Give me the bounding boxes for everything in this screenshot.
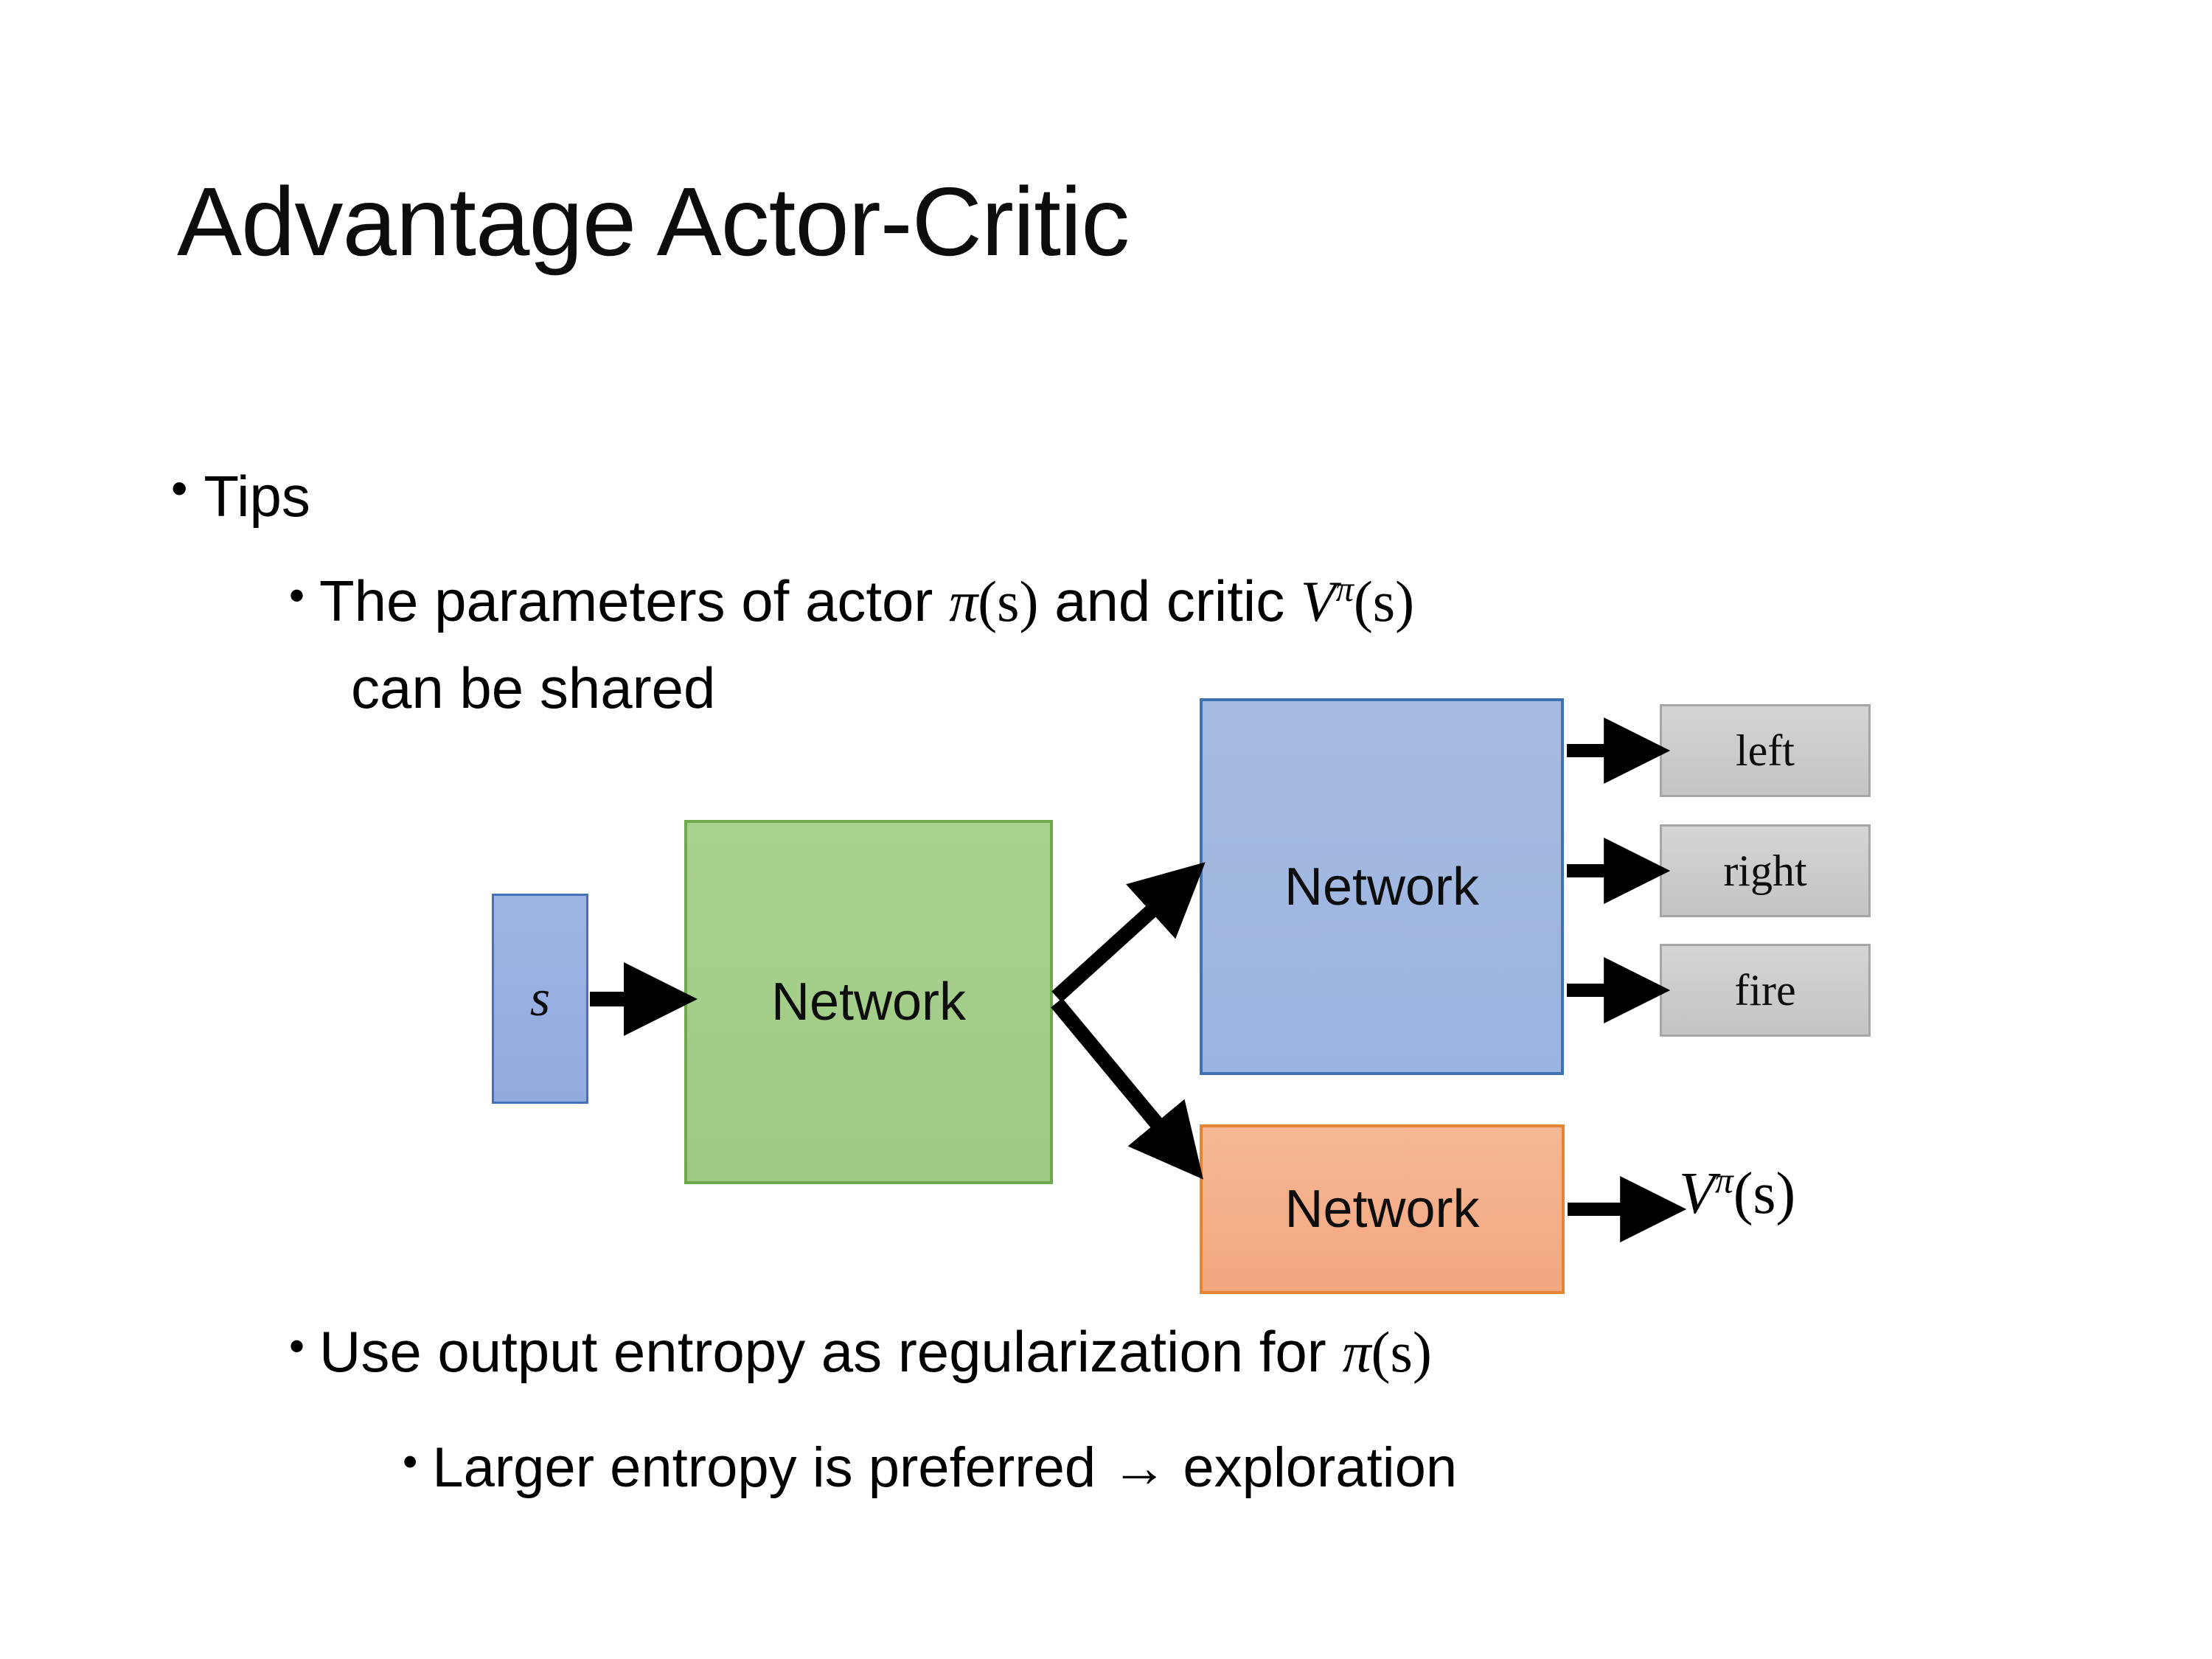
actor-network-box: Network bbox=[1200, 698, 1564, 1075]
critic-v-symbol: V bbox=[1300, 569, 1336, 633]
bullet-marker: • bbox=[171, 462, 188, 515]
entropy-pi-arg: (s) bbox=[1371, 1320, 1432, 1384]
bullet-parameters-prefix: The parameters of actor bbox=[319, 568, 950, 633]
bullet-larger-entropy-label: Larger entropy is preferred → exploratio… bbox=[432, 1436, 1458, 1499]
critic-output-label: Vπ(s) bbox=[1679, 1161, 1796, 1226]
critic-network-box: Network bbox=[1200, 1124, 1565, 1294]
bullet-parameters-text: The parameters of actor π(s) and critic … bbox=[319, 568, 1415, 633]
page-title: Advantage Actor-Critic bbox=[177, 167, 1130, 276]
actor-pi-arg: (s) bbox=[978, 569, 1039, 633]
bullet-entropy-regularization: • Use output entropy as regularization f… bbox=[289, 1319, 1432, 1384]
entropy-pi-symbol: π bbox=[1342, 1320, 1371, 1384]
arrow-shared-to-actor bbox=[1051, 862, 1206, 1003]
actor-pi-symbol: π bbox=[949, 569, 978, 633]
bullet-tips-label: Tips bbox=[204, 464, 310, 529]
bullet-marker: • bbox=[289, 1321, 305, 1371]
bullet-parameters-line2: can be shared bbox=[351, 655, 716, 720]
critic-output-v-symbol: V bbox=[1679, 1161, 1715, 1226]
bullet-parameters-shared: • The parameters of actor π(s) and criti… bbox=[289, 568, 1415, 633]
bullet-entropy-prefix: Use output entropy as regularization for bbox=[319, 1319, 1343, 1384]
bullet-parameters-middle: and critic bbox=[1038, 568, 1301, 633]
critic-pi-superscript: π bbox=[1335, 570, 1354, 609]
action-label-right: right bbox=[1723, 846, 1807, 895]
state-input-label: s bbox=[529, 970, 551, 1027]
bullet-marker: • bbox=[403, 1438, 418, 1486]
state-input-box: s bbox=[492, 894, 588, 1104]
bullet-marker: • bbox=[289, 571, 305, 620]
arrow-shared-to-critic bbox=[1051, 998, 1203, 1180]
bullet-entropy-text: Use output entropy as regularization for… bbox=[319, 1319, 1432, 1384]
critic-v-arg: (s) bbox=[1353, 569, 1415, 633]
critic-output-pi-superscript: π bbox=[1714, 1160, 1733, 1201]
critic-output-arg: (s) bbox=[1733, 1161, 1796, 1226]
action-box-fire: fire bbox=[1660, 944, 1871, 1037]
bullet-tips: • Tips bbox=[171, 462, 310, 529]
actor-network-label: Network bbox=[1284, 857, 1480, 917]
bullet-larger-entropy: • Larger entropy is preferred → explorat… bbox=[403, 1436, 1457, 1499]
critic-network-label: Network bbox=[1284, 1180, 1480, 1239]
action-box-left: left bbox=[1660, 704, 1871, 797]
shared-network-label: Network bbox=[771, 973, 967, 1032]
action-label-fire: fire bbox=[1734, 966, 1796, 1015]
action-label-left: left bbox=[1736, 726, 1795, 775]
shared-network-box: Network bbox=[684, 820, 1053, 1184]
action-box-right: right bbox=[1660, 824, 1871, 917]
